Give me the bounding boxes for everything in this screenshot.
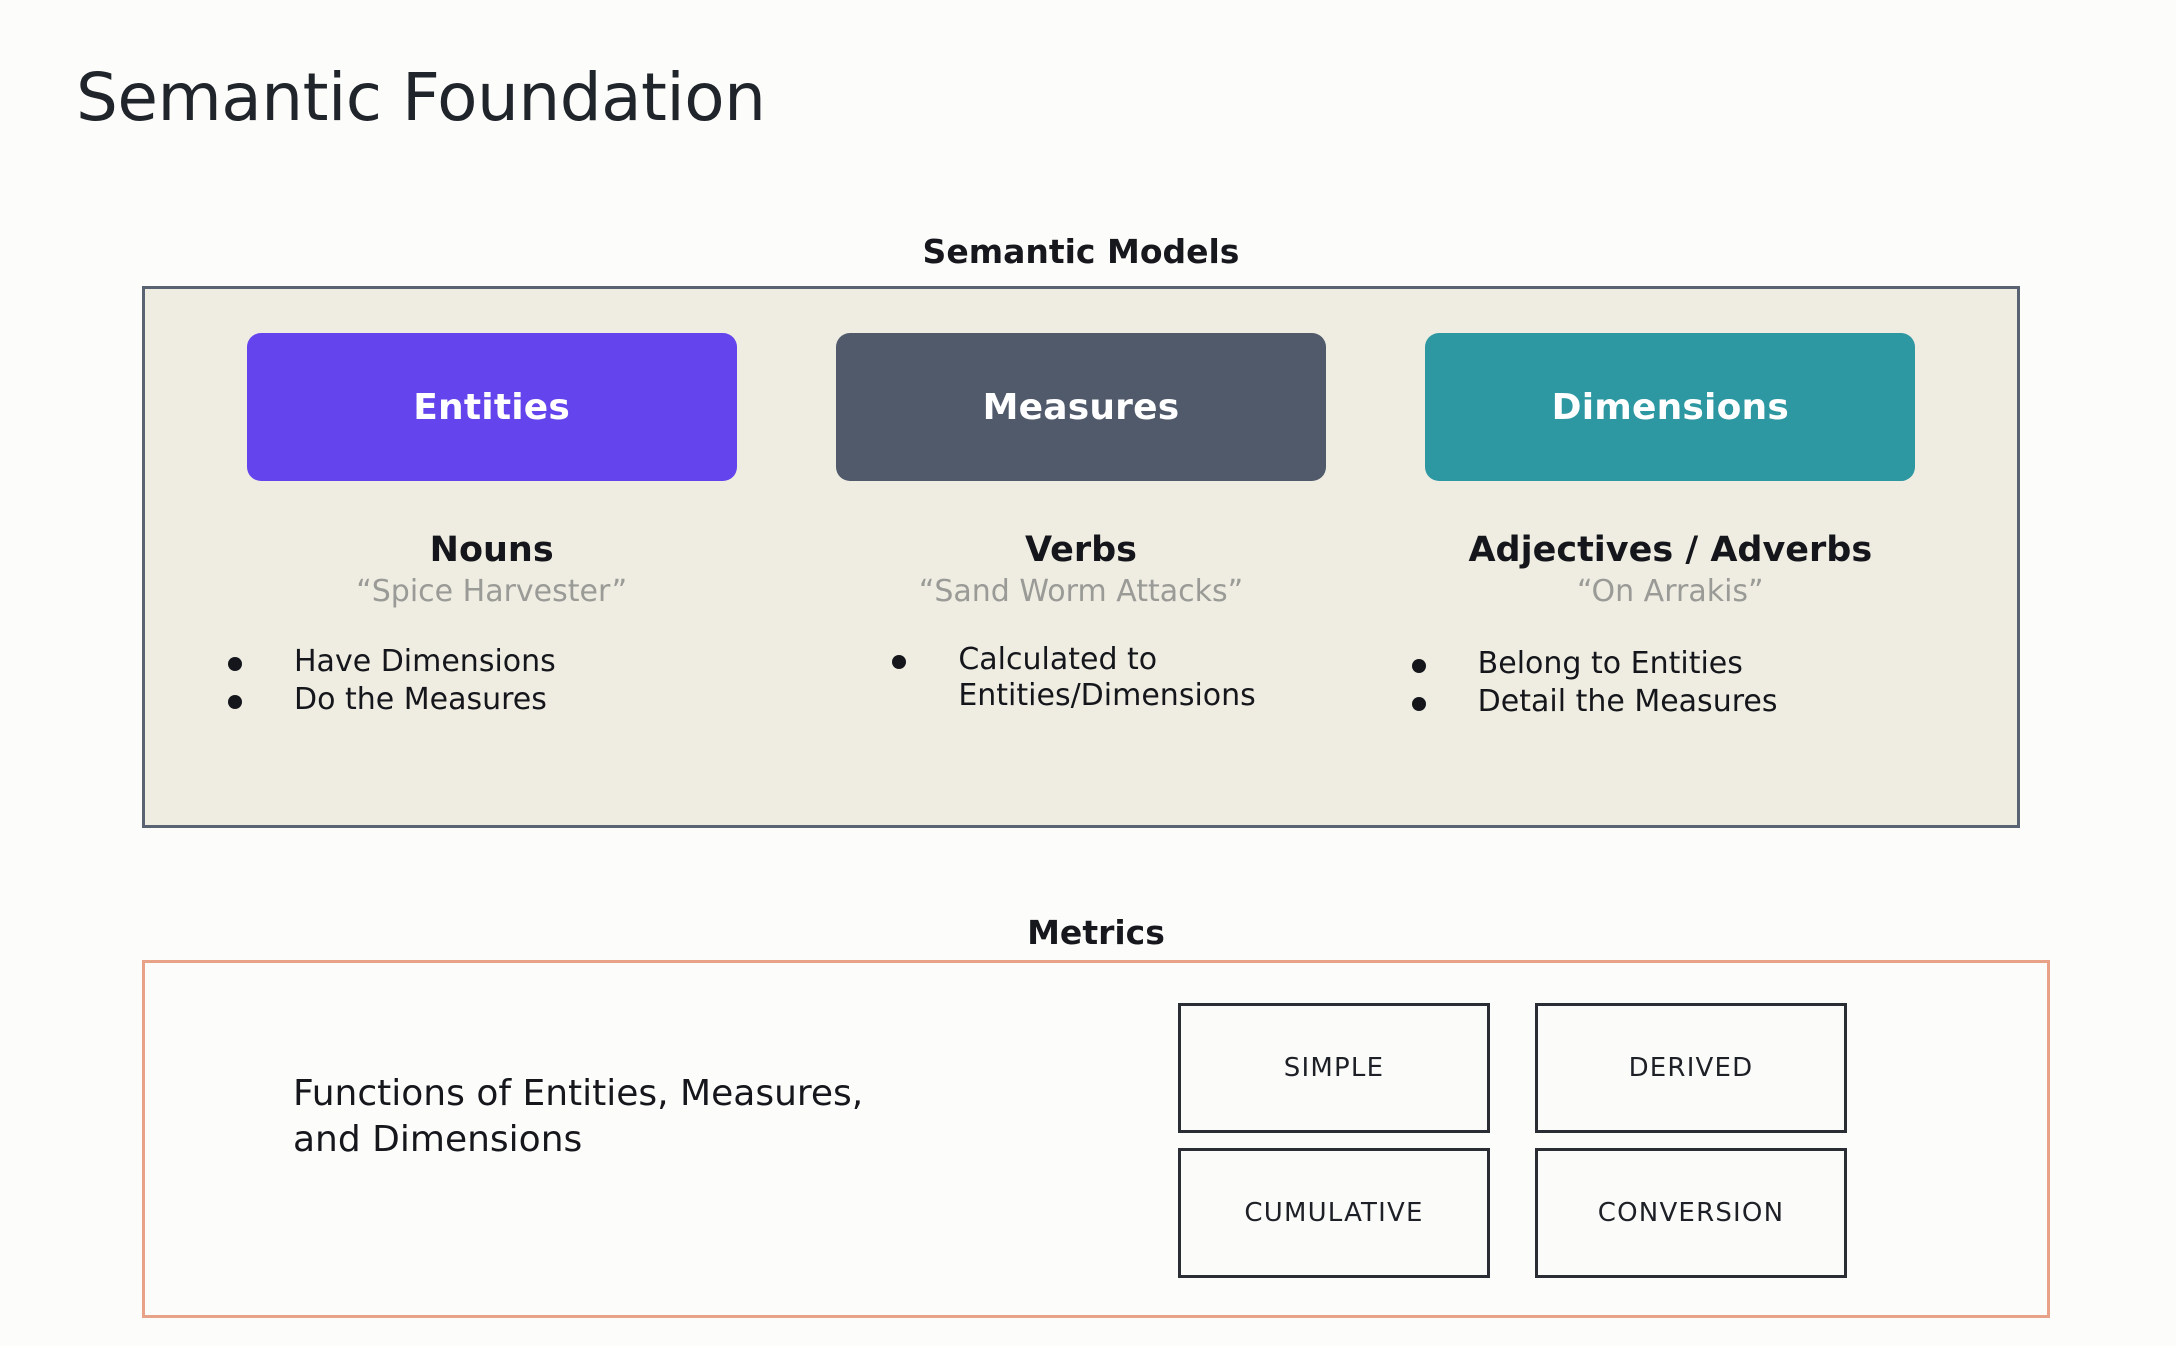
semantic-column-measures: Measures Verbs “Sand Worm Attacks” Calcu…: [786, 333, 1375, 825]
bullet-dot-icon: [892, 654, 907, 669]
entities-bullet-list: Have Dimensions Do the Measures: [198, 644, 785, 721]
semantic-models-panel: Entities Nouns “Spice Harvester” Have Di…: [142, 286, 2020, 828]
measures-bullet-list: Calculated to Entities/Dimensions: [712, 642, 1449, 717]
entities-example: “Spice Harvester”: [356, 574, 628, 610]
list-item: Calculated to Entities/Dimensions: [892, 641, 1256, 715]
measures-chip[interactable]: Measures: [835, 333, 1326, 481]
bullet-dot-icon: [228, 656, 242, 671]
metric-box-conversion[interactable]: CONVERSION: [1535, 1148, 1847, 1278]
dimensions-part-of-speech: Adjectives / Adverbs: [1468, 530, 1873, 570]
list-item: Detail the Measures: [1411, 684, 1778, 721]
metrics-type-grid: SIMPLE DERIVED CUMULATIVE CONVERSION: [1178, 1003, 1847, 1278]
list-item: Do the Measures: [228, 682, 547, 719]
list-item: Have Dimensions: [228, 644, 556, 681]
measures-example: “Sand Worm Attacks”: [918, 574, 1244, 610]
metric-box-cumulative[interactable]: CUMULATIVE: [1178, 1148, 1490, 1278]
bullet-text: Do the Measures: [294, 682, 547, 718]
semantic-column-entities: Entities Nouns “Spice Harvester” Have Di…: [197, 333, 786, 825]
metrics-description: Functions of Entities, Measures, and Dim…: [293, 1073, 864, 1161]
dimensions-example: “On Arrakis”: [1577, 574, 1764, 610]
bullet-dot-icon: [1411, 658, 1426, 673]
bullet-text: Have Dimensions: [294, 643, 556, 679]
bullet-dot-icon: [1411, 697, 1426, 712]
bullet-dot-icon: [228, 695, 242, 710]
semantic-models-columns: Entities Nouns “Spice Harvester” Have Di…: [145, 289, 2017, 825]
metric-box-derived[interactable]: DERIVED: [1535, 1003, 1847, 1133]
list-item: Belong to Entities: [1411, 645, 1743, 683]
metrics-caption: Metrics: [1027, 913, 1165, 952]
entities-chip[interactable]: Entities: [246, 333, 737, 481]
bullet-text: Detail the Measures: [1477, 684, 1778, 720]
dimensions-chip[interactable]: Dimensions: [1425, 333, 1916, 481]
semantic-models-caption: Semantic Models: [922, 232, 1240, 271]
metric-box-simple[interactable]: SIMPLE: [1178, 1003, 1490, 1133]
measures-part-of-speech: Verbs: [1024, 530, 1138, 570]
bullet-text: Calculated to Entities/Dimensions: [958, 641, 1256, 714]
page-title: Semantic Foundation: [76, 59, 766, 136]
entities-part-of-speech: Nouns: [429, 530, 554, 570]
semantic-column-dimensions: Dimensions Adjectives / Adverbs “On Arra…: [1376, 333, 1965, 825]
metrics-panel: Functions of Entities, Measures, and Dim…: [142, 960, 2050, 1318]
bullet-text: Belong to Entities: [1477, 645, 1743, 681]
dimensions-bullet-list: Belong to Entities Detail the Measures: [1372, 646, 1969, 723]
